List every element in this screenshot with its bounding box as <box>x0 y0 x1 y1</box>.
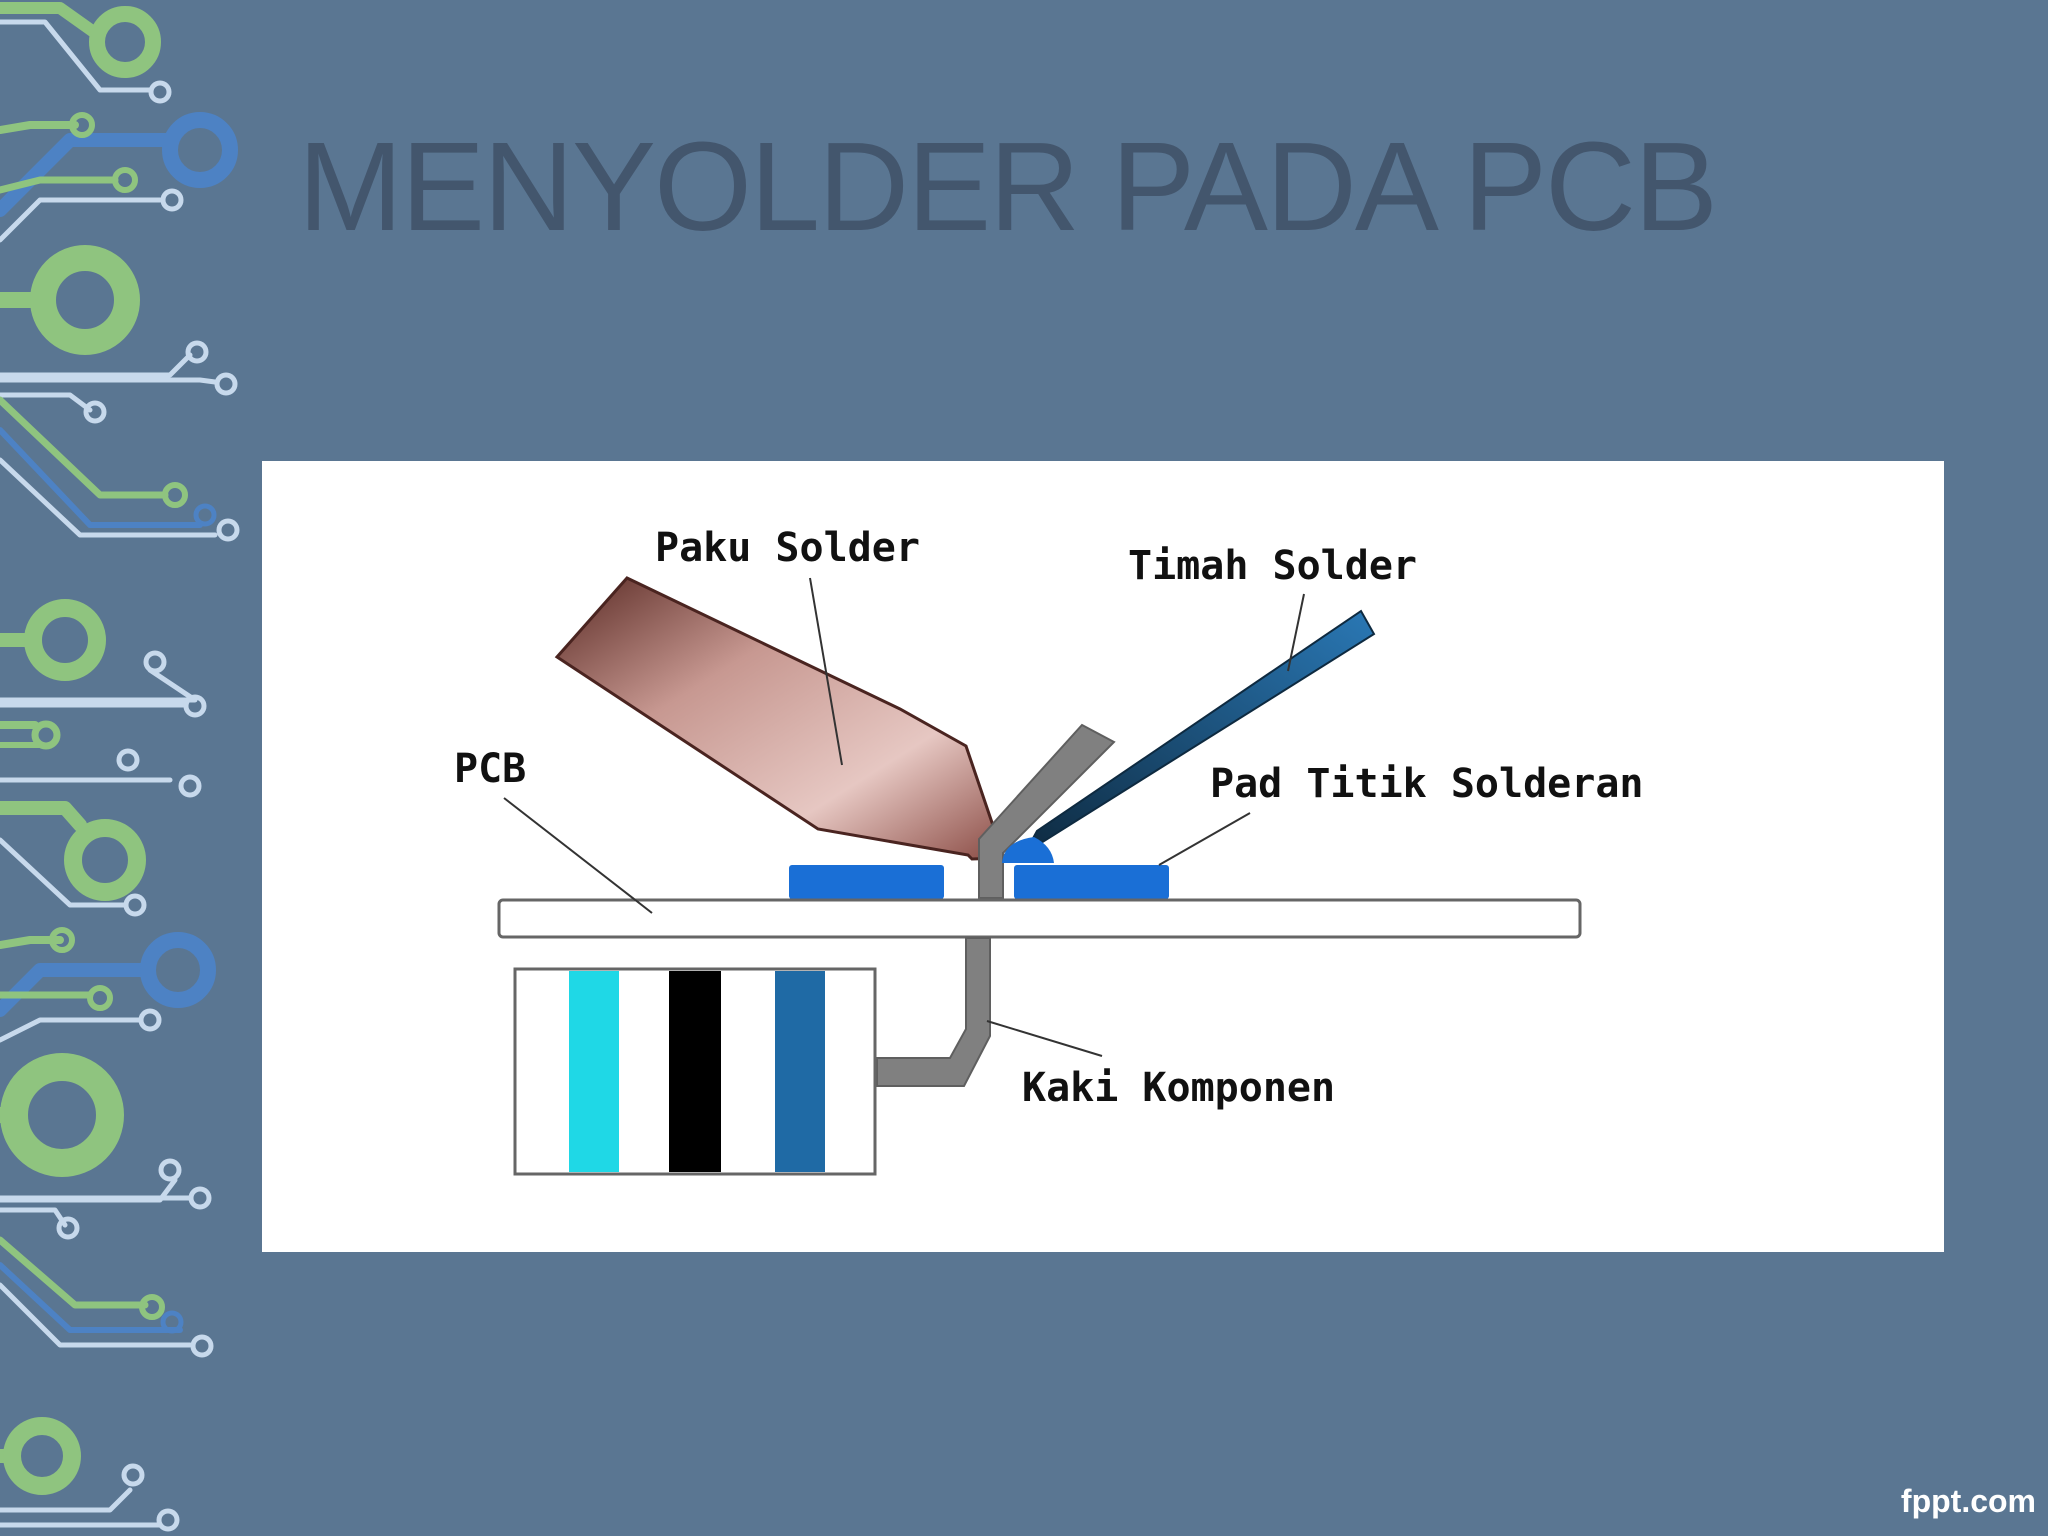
slide-title: MENYOLDER PADA PCB <box>298 116 1718 257</box>
label-pcb: PCB <box>454 746 526 792</box>
circuit-decoration <box>0 2 240 1532</box>
pcb-board <box>497 898 1582 939</box>
pad-left <box>789 865 944 899</box>
soldering-iron <box>554 576 1007 861</box>
resistor <box>513 967 877 1176</box>
leader-timah-solder <box>1287 593 1305 672</box>
leader-kaki-komponen <box>986 1020 1103 1057</box>
resistor-band-black <box>669 971 721 1172</box>
label-paku-solder: Paku Solder <box>655 525 920 571</box>
resistor-band-cyan <box>569 971 619 1172</box>
solder-joint <box>1002 837 1054 863</box>
resistor-band-blue <box>775 971 825 1172</box>
component-leg-upper <box>978 723 1116 899</box>
label-timah-solder: Timah Solder <box>1128 543 1417 589</box>
label-kaki-komponen: Kaki Komponen <box>1022 1065 1335 1111</box>
leader-paku-solder <box>809 577 843 766</box>
label-pad-titik-solderan: Pad Titik Solderan <box>1210 761 1643 807</box>
watermark: fppt.com <box>1900 1483 2036 1519</box>
soldering-diagram: Paku Solder Timah Solder PCB Pad Titik S… <box>262 461 1944 1252</box>
leader-pad <box>1158 812 1251 866</box>
leader-pcb <box>503 797 653 914</box>
component-leg-lower <box>876 937 991 1087</box>
pad-right <box>1014 865 1169 899</box>
